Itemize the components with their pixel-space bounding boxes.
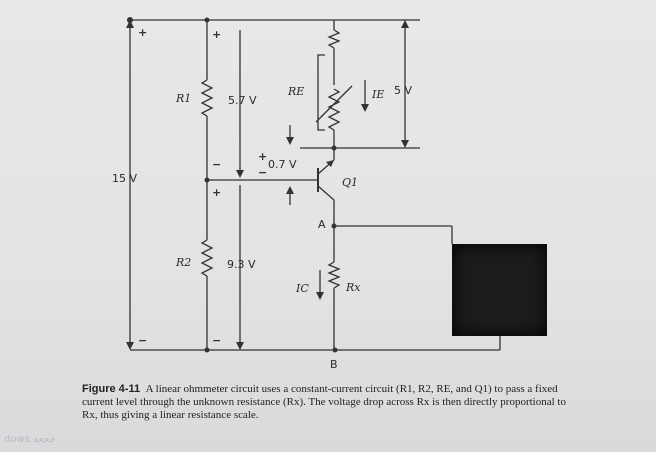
caption-text: A linear ohmmeter circuit uses a constan… [82, 383, 566, 421]
label-re: RE [287, 85, 304, 98]
arrow-down-5v [401, 140, 409, 148]
node-b-dot [332, 347, 338, 353]
r1-resistor [200, 79, 214, 117]
label-r2-plus: + [212, 186, 221, 199]
emitter-arrowhead [326, 160, 334, 167]
junction-top-mid [204, 17, 210, 23]
label-5v: 5 V [394, 84, 412, 97]
transistor-collector-leg [317, 185, 335, 201]
watermark: dows حجعه [4, 434, 56, 445]
node-a-dot [331, 223, 337, 229]
label-minus-bottom-mid: − [212, 334, 221, 347]
label-5-7v: 5.7 V [228, 94, 257, 107]
arrow-down-15v [126, 342, 134, 350]
arrow-down-93v [236, 342, 244, 350]
label-minus-bottom-left: − [138, 334, 147, 347]
label-r2: R2 [175, 256, 191, 269]
caption-heading: Figure 4-11 [82, 383, 141, 395]
label-9-3v: 9.3 V [227, 258, 256, 271]
arrow-ie [361, 104, 369, 112]
terminal-top-left [127, 17, 133, 23]
label-r1: R1 [175, 92, 191, 105]
label-vbe-minus: − [258, 166, 267, 179]
label-ic: IC [295, 282, 309, 295]
label-q1: Q1 [342, 176, 358, 189]
arrow-down-57v [236, 170, 244, 178]
re-bracket [317, 54, 325, 131]
rx-resistor [327, 261, 341, 289]
label-r1-minus: − [212, 158, 221, 171]
arrow-up-15v [126, 20, 134, 28]
meter-display [452, 244, 547, 336]
arrow-vbe-up [286, 186, 294, 194]
figure-caption: Figure 4-11 A linear ohmmeter circuit us… [82, 383, 582, 422]
arrow-up-5v [401, 20, 409, 28]
re-resistor [327, 88, 341, 131]
re-variable-arrow [315, 85, 353, 123]
arrow-vbe-down [286, 137, 294, 145]
label-vbe-plus: + [258, 150, 267, 163]
r2-resistor [200, 239, 214, 277]
junction-emitter [331, 145, 337, 151]
label-plus-top-mid: + [212, 28, 221, 41]
label-15v: 15 V [112, 172, 137, 185]
label-node-a: A [318, 218, 326, 231]
label-ie: IE [371, 88, 384, 101]
junction-bottom-mid [204, 347, 210, 353]
label-0-7v: 0.7 V [268, 158, 297, 171]
junction-base [204, 177, 210, 183]
re-resistor-upper [327, 29, 341, 49]
label-node-b: B [330, 358, 338, 371]
label-rx: Rx [345, 281, 361, 294]
arrow-ic [316, 292, 324, 300]
label-plus-top-left: + [138, 26, 147, 39]
